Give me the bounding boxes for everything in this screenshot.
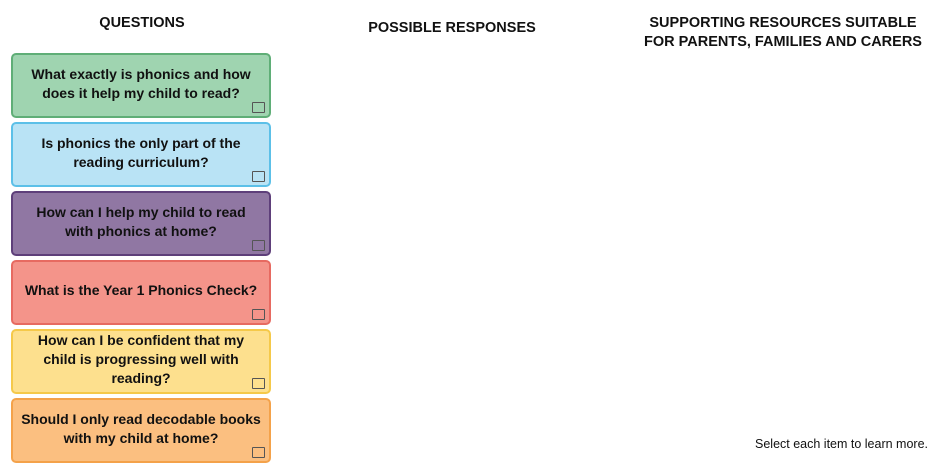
question-text: What exactly is phonics and how does it … xyxy=(31,65,251,101)
questions-heading: QUESTIONS xyxy=(99,15,185,31)
question-card-reading-curriculum[interactable]: Is phonics the only part of the reading … xyxy=(11,122,271,187)
checkbox-icon xyxy=(252,447,265,458)
question-text: What is the Year 1 Phonics Check? xyxy=(24,282,258,298)
question-text: How can I help my child to read with pho… xyxy=(36,203,246,239)
possible-responses-heading: POSSIBLE RESPONSES xyxy=(368,20,536,36)
supporting-resources-heading-line2: FOR PARENTS, FAMILIES AND CARERS xyxy=(644,34,922,50)
instruction-hint: Select each item to learn more. xyxy=(755,437,928,451)
supporting-resources-heading-line1: SUPPORTING RESOURCES SUITABLE xyxy=(649,15,917,31)
checkbox-icon xyxy=(252,171,265,182)
question-card-decodable-books[interactable]: Should I only read decodable books with … xyxy=(11,398,271,463)
question-text: Should I only read decodable books with … xyxy=(21,410,261,446)
checkbox-icon xyxy=(252,378,265,389)
checkbox-icon xyxy=(252,309,265,320)
question-card-progressing-well[interactable]: How can I be confident that my child is … xyxy=(11,329,271,394)
supporting-resources-heading: SUPPORTING RESOURCES SUITABLE FOR PARENT… xyxy=(636,14,930,52)
question-card-phonics-help[interactable]: What exactly is phonics and how does it … xyxy=(11,53,271,118)
question-list: What exactly is phonics and how does it … xyxy=(11,53,271,467)
checkbox-icon xyxy=(252,240,265,251)
checkbox-icon xyxy=(252,102,265,113)
question-card-help-at-home[interactable]: How can I help my child to read with pho… xyxy=(11,191,271,256)
question-card-phonics-check[interactable]: What is the Year 1 Phonics Check? xyxy=(11,260,271,325)
question-text: How can I be confident that my child is … xyxy=(37,332,245,386)
question-text: Is phonics the only part of the reading … xyxy=(41,134,241,170)
